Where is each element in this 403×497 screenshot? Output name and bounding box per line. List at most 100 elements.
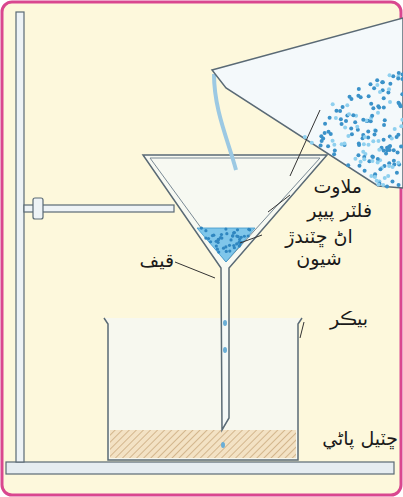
granule [357, 164, 361, 168]
granule [216, 248, 219, 251]
granule [372, 86, 376, 90]
granule [376, 139, 380, 143]
part-label: فلٽر پيپر [307, 200, 372, 222]
granule [332, 143, 336, 147]
granule [382, 138, 386, 142]
granule [390, 136, 394, 140]
granule [347, 112, 351, 116]
granule [237, 241, 240, 244]
granule [338, 109, 342, 113]
granule [209, 240, 212, 243]
granule [367, 94, 371, 98]
granule [334, 109, 338, 113]
granule [373, 128, 377, 132]
granule [350, 132, 354, 136]
granule [215, 240, 218, 243]
granule [373, 133, 377, 137]
granule [310, 141, 314, 145]
granule [375, 78, 379, 82]
part-label: بيڪر [330, 308, 368, 330]
granule [319, 134, 323, 138]
granule [357, 87, 361, 91]
granule [390, 180, 394, 184]
granule [378, 167, 382, 171]
granule [233, 231, 236, 234]
granule [370, 114, 374, 118]
granule [385, 185, 389, 189]
drop [221, 442, 225, 448]
funnel [143, 155, 327, 430]
leader-line [300, 322, 304, 338]
granule [349, 97, 353, 101]
granule [361, 150, 365, 154]
granule [397, 71, 401, 75]
granule [375, 83, 379, 87]
granule [400, 118, 403, 122]
granule [303, 135, 307, 139]
granule [224, 245, 227, 248]
granule [375, 179, 379, 183]
beaker [104, 318, 302, 460]
granule [374, 129, 378, 133]
granule [376, 111, 380, 115]
granule [377, 148, 381, 152]
clamp-knob [33, 198, 43, 219]
granule [391, 74, 395, 78]
granule [349, 126, 353, 130]
granule [399, 104, 403, 108]
granule [211, 234, 214, 237]
part-label: اڻ ڇٽندڙ شيون [264, 226, 374, 270]
stand-rod [16, 12, 24, 462]
granule [387, 164, 391, 168]
granule [383, 176, 387, 180]
granule [371, 155, 375, 159]
granule [326, 130, 330, 134]
granule [382, 96, 386, 100]
granule [396, 151, 400, 155]
granule [243, 235, 246, 238]
granule [400, 72, 403, 76]
granule [207, 237, 210, 240]
clamp-arm [24, 205, 174, 212]
granule [367, 143, 371, 147]
granule [384, 152, 388, 156]
granule [397, 183, 401, 187]
part-label: ڇٽيل پاڻي [322, 428, 398, 450]
granule [361, 118, 365, 122]
granule [362, 157, 366, 161]
granule [334, 116, 338, 120]
granule [400, 77, 403, 81]
filtrate [110, 430, 296, 458]
granule [200, 226, 203, 229]
granule [370, 159, 374, 163]
granule [340, 142, 344, 146]
granule [225, 232, 228, 235]
granule [399, 124, 403, 128]
granule [368, 82, 372, 86]
granule [228, 244, 231, 247]
granule [339, 117, 343, 121]
granule [332, 152, 336, 156]
granule [373, 175, 377, 179]
granule [396, 161, 400, 165]
granule [204, 229, 207, 232]
granule [231, 234, 234, 237]
granule [369, 102, 373, 106]
granule [387, 145, 391, 149]
granule [395, 171, 399, 175]
granule [219, 236, 222, 239]
part-label: قيف [140, 250, 174, 272]
granule [217, 250, 220, 253]
granule [356, 94, 360, 98]
granule [376, 157, 380, 161]
granule [376, 161, 380, 165]
granule [215, 244, 218, 247]
granule [224, 228, 227, 231]
granule [238, 238, 241, 241]
granule [328, 116, 332, 120]
granule [392, 148, 396, 152]
drop [223, 347, 227, 353]
granule [248, 228, 251, 231]
granule [340, 122, 344, 126]
granule [369, 174, 373, 178]
